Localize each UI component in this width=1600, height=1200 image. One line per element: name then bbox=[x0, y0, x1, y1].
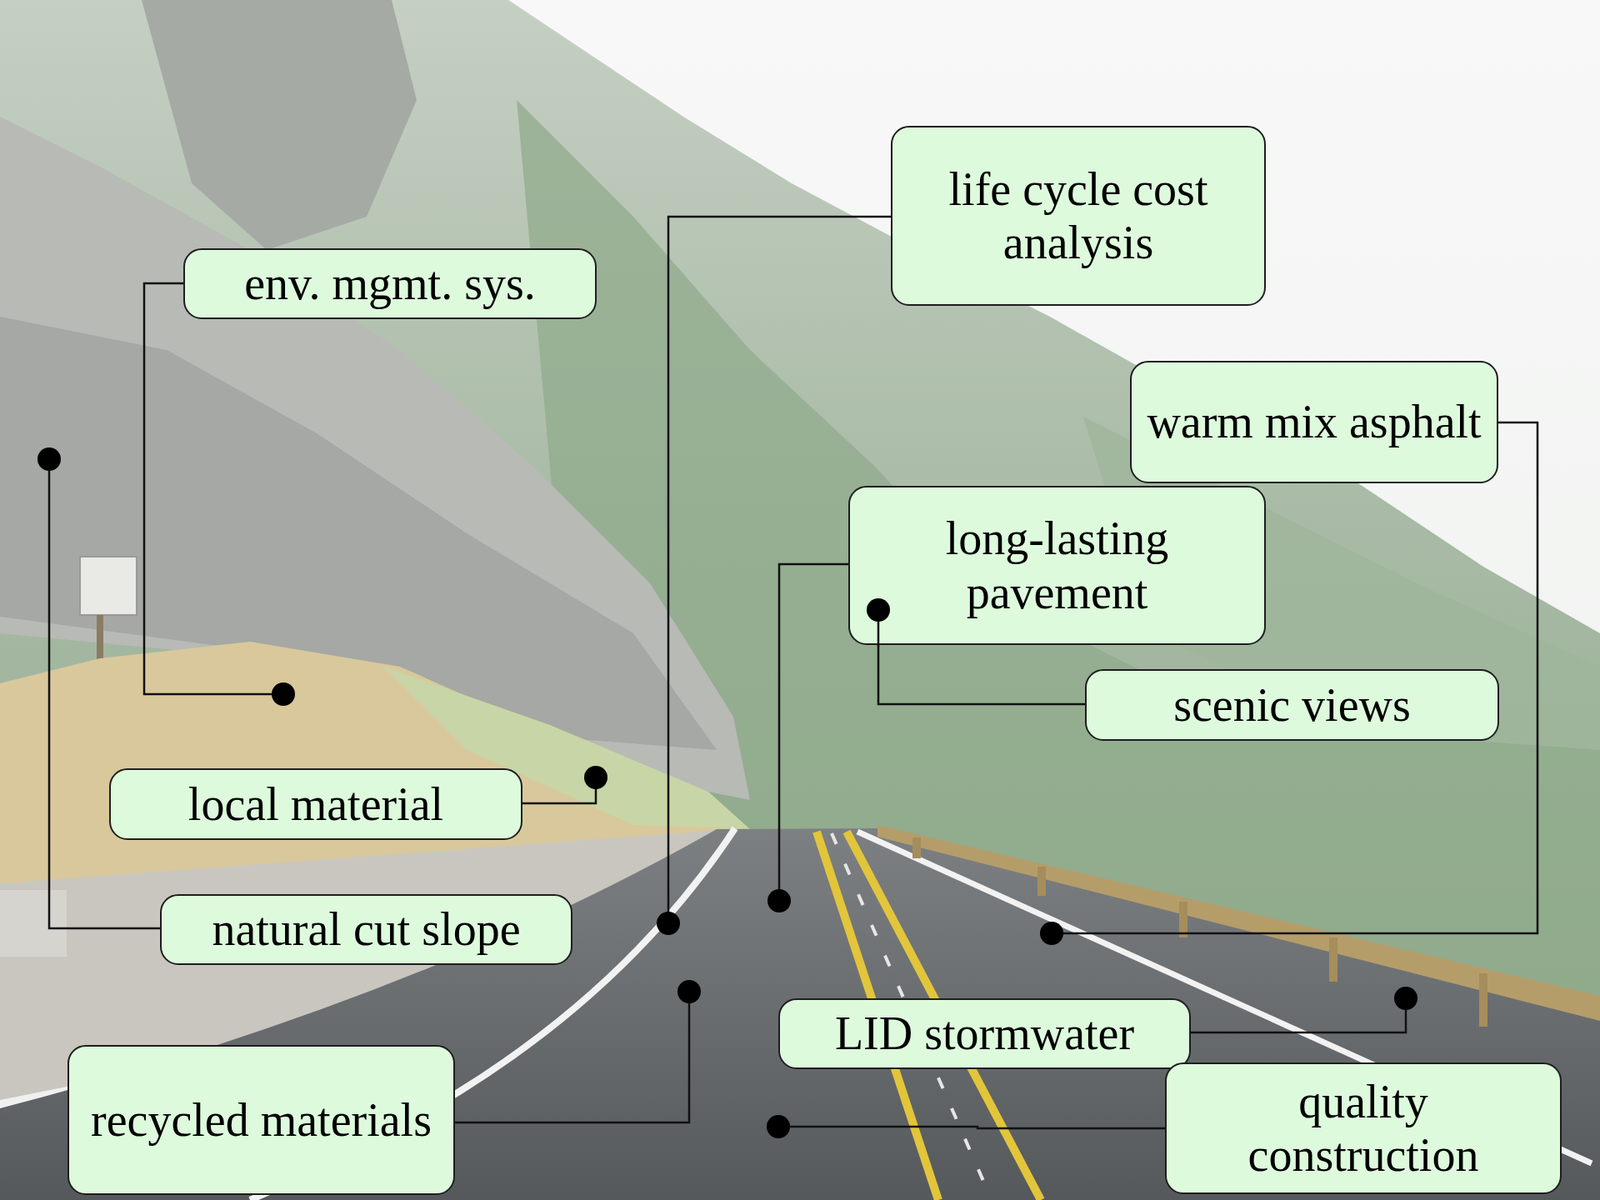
callout-box: env. mgmt. sys. bbox=[183, 248, 597, 320]
callout-box: life cycle cost analysis bbox=[890, 125, 1266, 306]
callout-text: life cycle cost analysis bbox=[904, 162, 1253, 270]
callout-box: LID stormwater bbox=[778, 998, 1191, 1070]
callout-text: recycled materials bbox=[90, 1093, 432, 1147]
callout-box: local material bbox=[109, 768, 523, 840]
callout-text: quality construction bbox=[1178, 1075, 1549, 1183]
callout-box: long-lasting pavement bbox=[848, 485, 1266, 645]
callout-text: scenic views bbox=[1173, 678, 1411, 732]
callout-box: recycled materials bbox=[67, 1045, 455, 1195]
callout-box: warm mix asphalt bbox=[1130, 360, 1499, 484]
callout-text: env. mgmt. sys. bbox=[244, 256, 535, 310]
callout-text: local material bbox=[188, 777, 444, 831]
callout-box: quality construction bbox=[1165, 1062, 1562, 1195]
callout-box: natural cut slope bbox=[160, 894, 573, 965]
callout-text: natural cut slope bbox=[211, 902, 520, 956]
callout-box: scenic views bbox=[1085, 669, 1500, 741]
callout-text: long-lasting pavement bbox=[861, 511, 1253, 620]
callout-text: warm mix asphalt bbox=[1146, 395, 1481, 449]
callout-text: LID stormwater bbox=[835, 1006, 1135, 1060]
